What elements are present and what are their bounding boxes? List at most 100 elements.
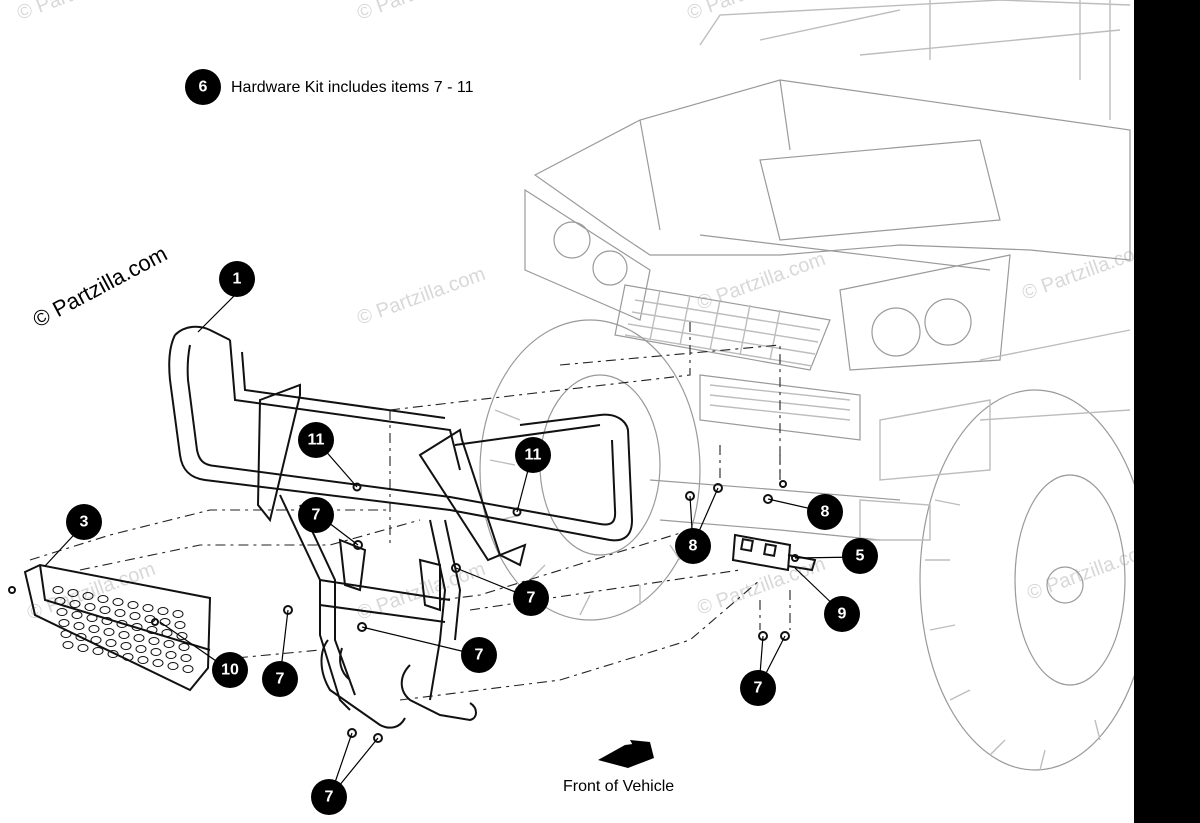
watermark-repeat: © Partzilla.com: [354, 0, 488, 25]
callout-7: 7: [740, 670, 776, 706]
skid-plate-hole: [54, 597, 66, 605]
skid-plate-hole: [69, 600, 81, 608]
callout-9: 9: [824, 596, 860, 632]
skid-plate-hole: [182, 665, 194, 673]
watermark-layer: © Partzilla.com © Partzilla.com © Partzi…: [14, 0, 1158, 625]
skid-plate-hole: [92, 647, 104, 655]
svg-text:11: 11: [525, 447, 542, 464]
skid-plate-hole: [86, 614, 98, 622]
skid-plate-hole: [137, 656, 149, 664]
skid-plate-hole: [142, 604, 154, 612]
skid-plate-hole: [120, 642, 132, 650]
svg-text:10: 10: [221, 662, 239, 679]
skid-plate-hole: [99, 606, 111, 614]
callouts: 1 3 5 7 7 7 7 7 7 8 8 9 10 11 11: [66, 261, 878, 815]
front-bumper: [168, 325, 634, 567]
skid-plate-hole: [178, 643, 190, 651]
svg-text:7: 7: [475, 647, 484, 664]
watermark-main: © Partzilla.com: [29, 241, 172, 333]
skid-plate-hole: [131, 623, 143, 631]
grille-mesh: [624, 289, 821, 367]
skid-plate-hole: [101, 617, 113, 625]
watermark-repeat: © Partzilla.com: [694, 553, 828, 620]
callout-7: 7: [262, 661, 298, 697]
svg-text:7: 7: [527, 590, 536, 607]
note-badge: [185, 69, 221, 105]
watermark-repeat: © Partzilla.com: [354, 263, 488, 330]
callout-7: 7: [461, 637, 497, 673]
svg-text:7: 7: [325, 789, 334, 806]
skid-plate-hole: [103, 628, 115, 636]
svg-text:7: 7: [754, 680, 763, 697]
svg-text:5: 5: [856, 548, 865, 565]
callout-7: 7: [298, 497, 334, 533]
svg-text:11: 11: [308, 432, 325, 449]
skid-plate-hole: [52, 586, 64, 594]
skid-plate-hole: [116, 620, 128, 628]
callout-1: 1: [219, 261, 255, 297]
skid-plate-hole: [71, 611, 83, 619]
skid-plate-hole: [163, 640, 175, 648]
skid-plate-hole: [127, 601, 139, 609]
skid-plate-hole: [176, 632, 188, 640]
svg-text:7: 7: [312, 507, 321, 524]
svg-text:1: 1: [233, 271, 242, 288]
skid-plate-hole: [152, 659, 164, 667]
skid-plate-hole: [105, 639, 117, 647]
watermark-repeat: © Partzilla.com: [14, 0, 148, 25]
skid-plate-hole: [122, 653, 134, 661]
vehicle-illustration: [479, 0, 1151, 771]
right-edge-bar: [1134, 0, 1200, 823]
skid-plate-hole: [150, 648, 162, 656]
watermark-repeat: © Partzilla.com: [684, 0, 818, 25]
skid-plate-hole: [60, 630, 72, 638]
front-direction-arrow-icon: [598, 740, 654, 768]
callout-8: 8: [807, 494, 843, 530]
svg-text:7: 7: [276, 671, 285, 688]
callout-7: 7: [311, 779, 347, 815]
lower-frame: [279, 494, 477, 729]
skid-plate-hole: [114, 609, 126, 617]
leader-lines: [44, 293, 861, 798]
skid-plate-hole: [165, 651, 177, 659]
hardware-fasteners: [8, 480, 799, 743]
skid-plate-hole: [129, 612, 141, 620]
skid-plate-hole: [159, 618, 171, 626]
skid-plate-hole: [148, 637, 160, 645]
watermark-repeat: © Partzilla.com: [694, 248, 828, 315]
skid-plate-hole: [97, 595, 109, 603]
note-text: Hardware Kit includes items 7 - 11: [231, 79, 474, 96]
skid-plate-hole: [118, 631, 130, 639]
skid-plate-hole: [58, 619, 70, 627]
hardware-kit-note: 6 Hardware Kit includes items 7 - 11: [185, 69, 474, 105]
callout-3: 3: [66, 504, 102, 540]
skid-plate-hole: [161, 629, 173, 637]
skid-plate-hole: [107, 650, 119, 658]
skid-plate-hole: [112, 598, 124, 606]
skid-plate-hole: [82, 592, 94, 600]
svg-text:3: 3: [80, 514, 89, 531]
skid-plate-hole: [180, 654, 192, 662]
skid-plate-hole: [56, 608, 68, 616]
skid-plate-hole: [67, 589, 79, 597]
callout-10: 10: [212, 652, 248, 688]
skid-plate-hole: [167, 662, 179, 670]
skid-plate-hole: [157, 607, 169, 615]
front-of-vehicle-label: Front of Vehicle: [563, 778, 674, 795]
skid-plate-hole: [135, 645, 147, 653]
skid-plate-hole: [174, 621, 186, 629]
skid-plate-hole: [75, 633, 87, 641]
note-badge-number: 6: [199, 79, 208, 96]
svg-text:8: 8: [689, 538, 698, 555]
skid-plate-hole: [88, 625, 100, 633]
skid-plate-hole: [146, 626, 158, 634]
svg-text:9: 9: [838, 606, 847, 623]
skid-plate-hole: [62, 641, 74, 649]
skid-plate-hole: [90, 636, 102, 644]
skid-plate-hole: [133, 634, 145, 642]
skid-plate-hole: [77, 644, 89, 652]
callout-7: 7: [513, 580, 549, 616]
callout-11: 11: [515, 437, 551, 473]
callout-5: 5: [842, 538, 878, 574]
